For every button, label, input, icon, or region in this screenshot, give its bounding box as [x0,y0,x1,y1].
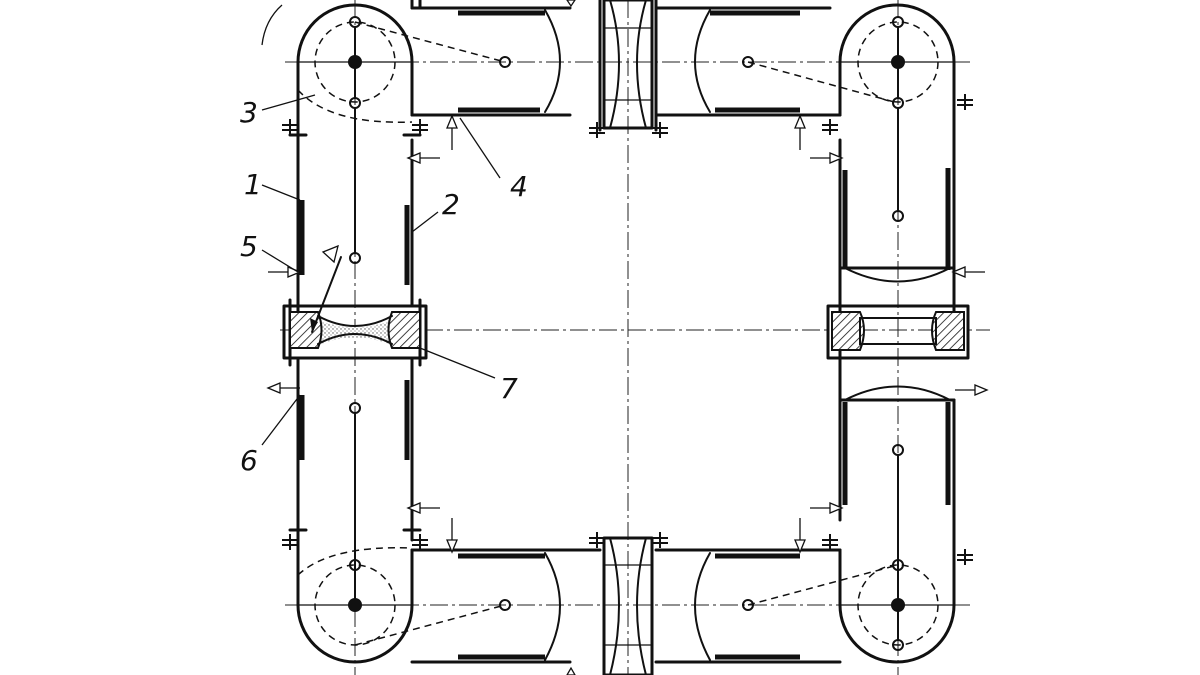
label-4: 4 [510,170,528,203]
leader-lines [261,94,501,446]
part-labels: 1 2 3 4 5 6 7 [240,96,528,477]
pipe-left-upper [281,118,429,307]
label-5: 5 [240,230,258,263]
pipe-top [410,0,842,139]
elbow-top-right [747,3,974,332]
label-1: 1 [244,168,262,201]
label-7: 7 [500,372,518,405]
pipe-right [826,138,970,607]
label-3: 3 [240,96,258,129]
label-2: 2 [442,188,460,221]
elbow-bottom-left [296,546,506,664]
elbow-top-left [261,0,506,332]
elbow-bottom-right [747,533,974,664]
pipe-left-lower [281,358,429,607]
label-6: 6 [240,444,258,477]
pipe-bottom [410,531,842,675]
left-window-assembly [282,244,428,367]
